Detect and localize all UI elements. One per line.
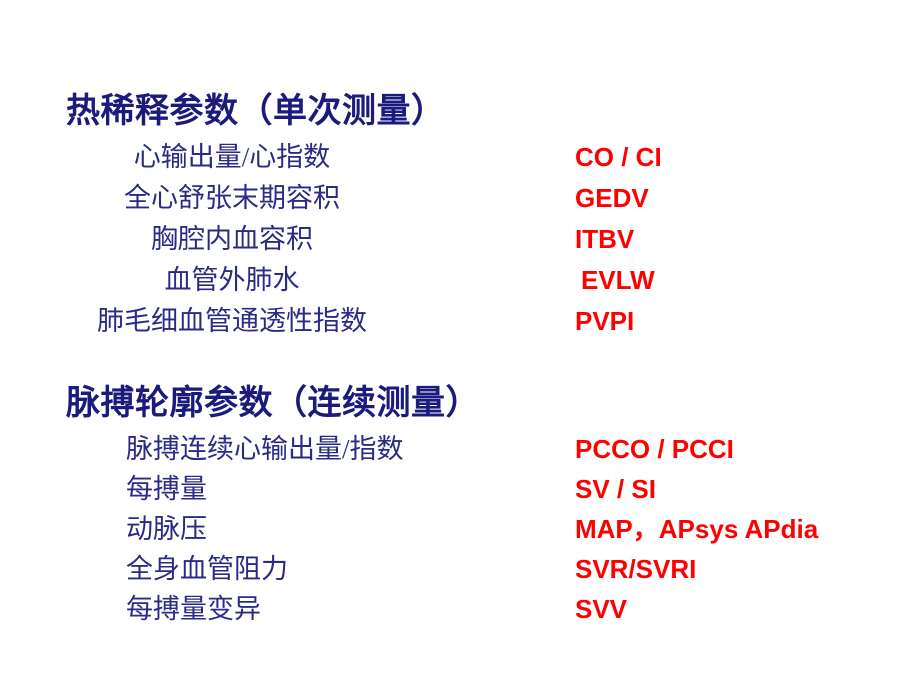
- parameter-abbreviation: CO / CI: [575, 142, 662, 172]
- parameter-list-thermodilution: 心输出量/心指数 CO / CI 全心舒张末期容积 GEDV 胸腔内血容积 IT…: [0, 140, 920, 345]
- parameter-label: 胸腔内血容积: [151, 224, 313, 254]
- parameter-abbreviation: GEDV: [575, 183, 649, 213]
- parameter-label: 心输出量/心指数: [133, 142, 331, 172]
- parameter-row: 全心舒张末期容积 GEDV: [0, 181, 920, 222]
- parameter-row: 动脉压 MAP，APsys APdia: [0, 512, 920, 552]
- parameter-row: 全身血管阻力 SVR/SVRI: [0, 552, 920, 592]
- parameter-row: 胸腔内血容积 ITBV: [0, 222, 920, 263]
- parameter-label: 每搏量变异: [126, 594, 261, 624]
- parameter-list-pulse-contour: 脉搏连续心输出量/指数 PCCO / PCCI 每搏量 SV / SI 动脉压 …: [0, 432, 920, 632]
- parameter-label: 脉搏连续心输出量/指数: [126, 434, 404, 464]
- parameter-row: 每搏量变异 SVV: [0, 592, 920, 632]
- parameter-abbreviation: SVR/SVRI: [575, 554, 697, 584]
- parameter-label: 血管外肺水: [164, 265, 300, 295]
- parameter-row: 脉搏连续心输出量/指数 PCCO / PCCI: [0, 432, 920, 472]
- parameter-label: 全心舒张末期容积: [124, 183, 340, 213]
- parameter-label: 动脉压: [126, 514, 207, 544]
- parameter-row: 每搏量 SV / SI: [0, 472, 920, 512]
- parameter-label: 肺毛细血管通透性指数: [97, 306, 367, 336]
- parameter-abbreviation: PCCO / PCCI: [575, 434, 734, 464]
- section-heading-thermodilution: 热稀释参数（单次测量）: [66, 93, 446, 130]
- parameter-label: 全身血管阻力: [126, 554, 288, 584]
- parameter-abbreviation: ITBV: [575, 224, 635, 254]
- parameter-abbreviation: SV / SI: [575, 474, 656, 504]
- parameter-row: 心输出量/心指数 CO / CI: [0, 140, 920, 181]
- parameter-abbreviation: SVV: [575, 594, 628, 624]
- parameter-abbreviation: EVLW: [581, 265, 655, 295]
- section-heading-pulse-contour: 脉搏轮廓参数（连续测量）: [66, 385, 480, 422]
- parameter-abbreviation: PVPI: [575, 306, 635, 336]
- parameter-label: 每搏量: [126, 474, 207, 504]
- parameter-abbreviation: MAP，APsys APdia: [575, 514, 819, 544]
- parameter-row: 血管外肺水 EVLW: [0, 263, 920, 304]
- parameter-row: 肺毛细血管通透性指数 PVPI: [0, 304, 920, 345]
